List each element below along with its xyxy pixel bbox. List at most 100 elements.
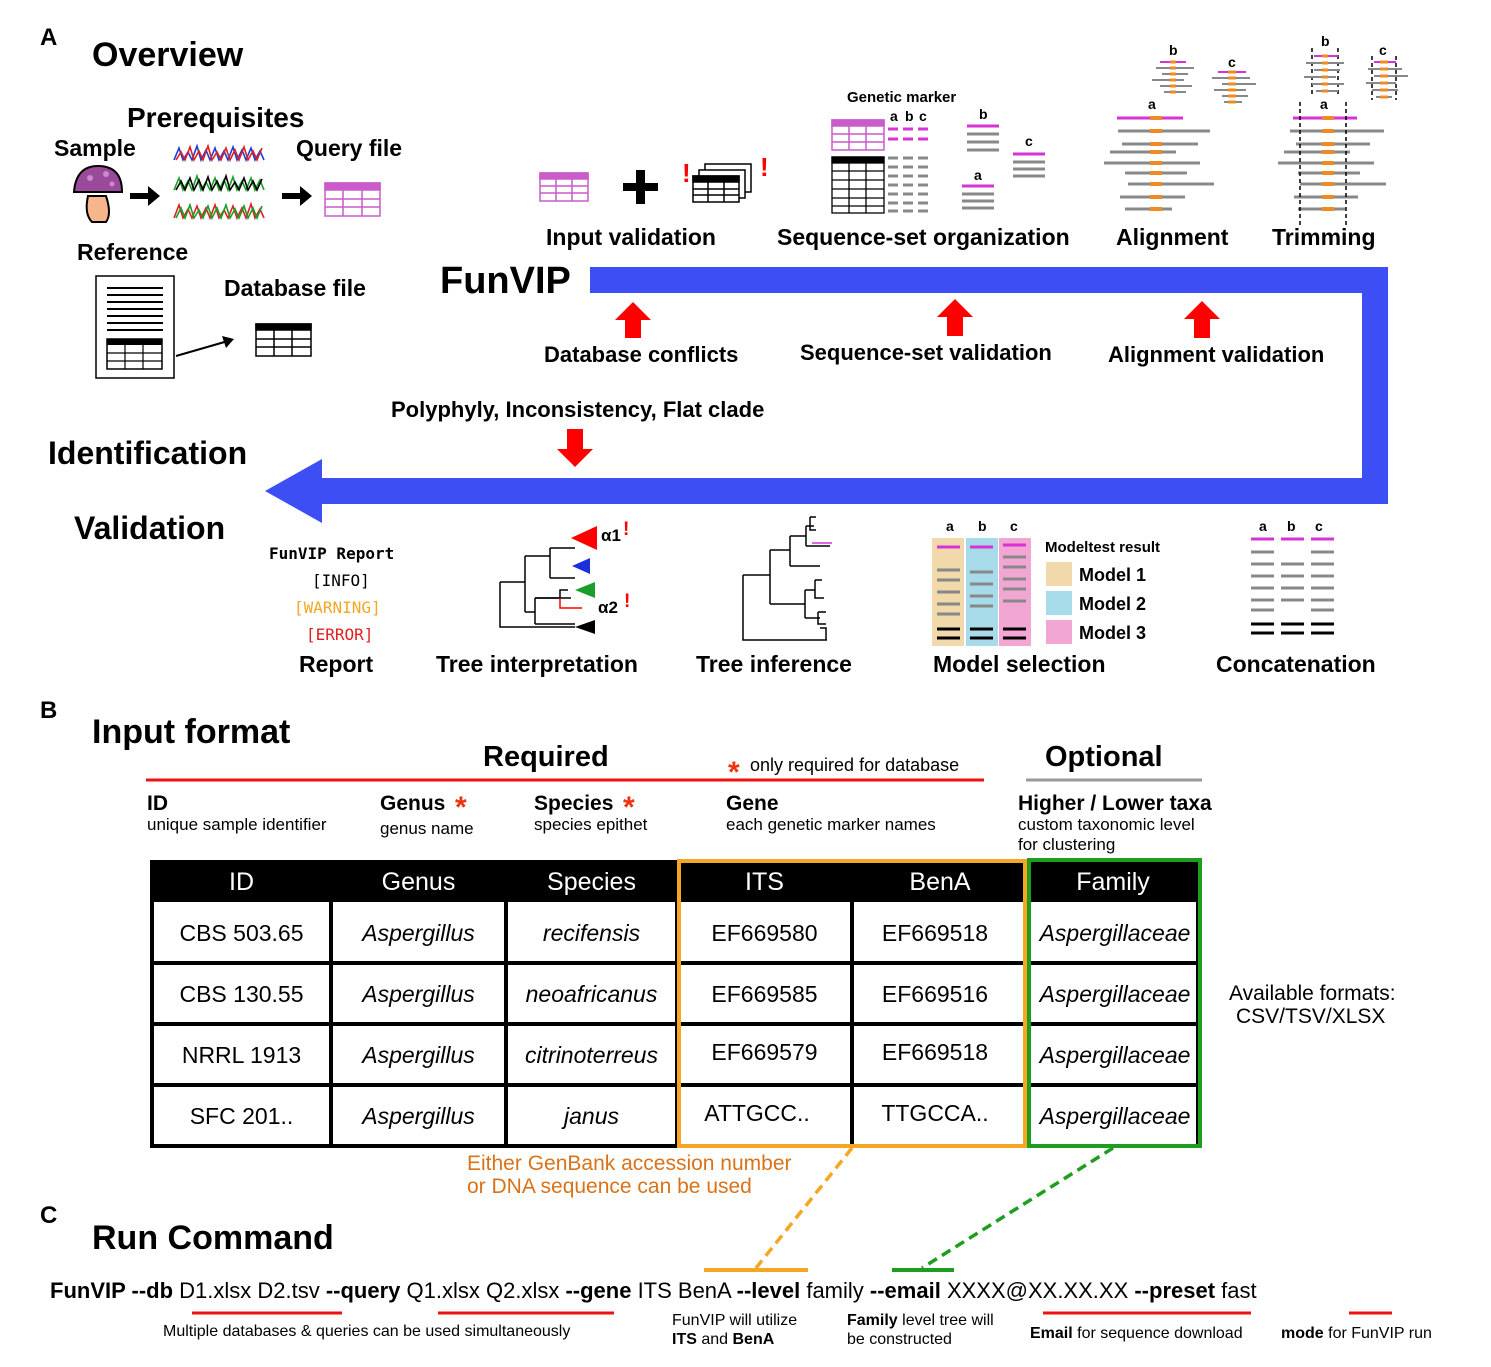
- field-id-name: ID: [147, 792, 168, 815]
- table-cell: Aspergillaceae: [1039, 1102, 1191, 1129]
- alignment-group-a: a: [1148, 96, 1156, 112]
- polyphyly-label: Polyphyly, Inconsistency, Flat clade: [391, 397, 765, 422]
- table-header-id: ID: [229, 867, 254, 896]
- field-species-name: Species: [534, 792, 614, 815]
- identification-label: Identification: [48, 435, 248, 471]
- cmd-gene-flag: --gene: [565, 1278, 632, 1303]
- trimming-icon: [1278, 48, 1408, 226]
- modeltest-title: Modeltest result: [1045, 539, 1161, 556]
- model-marker-c: c: [1010, 518, 1018, 534]
- cmd-funvip-db: FunVIP --db: [50, 1278, 174, 1303]
- model-1-label: Model 1: [1079, 565, 1147, 585]
- table-cell: janus: [564, 1102, 619, 1129]
- tree-inference-icon: [742, 516, 832, 641]
- overview-title: Overview: [92, 36, 244, 74]
- field-id-desc: unique sample identifier: [147, 815, 327, 834]
- query-file-label: Query file: [296, 135, 403, 161]
- svg-text:*: *: [728, 756, 740, 789]
- reference-label: Reference: [77, 239, 189, 265]
- mode-note: mode for FunVIP run: [1281, 1326, 1432, 1342]
- table-cell: Aspergillus: [362, 1041, 475, 1068]
- chromatogram-icon: [173, 143, 265, 221]
- level-note-2: be constructed: [847, 1331, 952, 1348]
- field-genus-desc: genus name: [380, 819, 474, 838]
- command-line: FunVIP --db D1.xlsx D2.tsv --query Q1.xl…: [50, 1280, 1257, 1302]
- database-conflicts-label: Database conflicts: [544, 342, 739, 367]
- svg-text:!: !: [760, 152, 769, 182]
- clade-alpha2-label: α2: [598, 598, 618, 617]
- table-cell: EF669518: [881, 1038, 989, 1065]
- input-format-title: Input format: [92, 713, 291, 751]
- gene-note-and: and: [696, 1331, 733, 1348]
- field-gene-desc: each genetic marker names: [726, 815, 936, 834]
- tree-interpretation-label: Tree interpretation: [436, 651, 638, 677]
- gene-note-bena: BenA: [732, 1331, 775, 1348]
- clade-alpha1-label: α1: [601, 526, 621, 545]
- field-genus-name: Genus: [380, 792, 446, 815]
- trimming-group-b: b: [1321, 33, 1330, 49]
- database-file-label: Database file: [224, 275, 366, 301]
- alignment-icon: [1104, 60, 1256, 211]
- level-connector: [921, 1146, 1114, 1270]
- tree-interpretation-icon: [499, 526, 597, 634]
- star-note: only required for database: [750, 755, 960, 775]
- report-warning: [WARNING]: [294, 598, 381, 617]
- sequence-note-line-1: Either GenBank accession number: [467, 1152, 792, 1175]
- cmd-email-value: XXXX@XX.XX.XX: [940, 1278, 1135, 1303]
- table-cell: CBS 503.65: [179, 919, 304, 946]
- clade-alpha2-warning: !: [624, 591, 631, 612]
- concatenation-label: Concatenation: [1216, 651, 1376, 677]
- email-note: Email for sequence download: [1030, 1326, 1243, 1342]
- gene-columns-box: [677, 859, 1027, 1148]
- svg-text:!: !: [682, 158, 691, 188]
- genetic-marker-label: Genetic marker: [847, 89, 957, 106]
- table-cell: EF669516: [881, 980, 989, 1007]
- funvip-label: FunVIP: [440, 260, 571, 302]
- concat-marker-b: b: [1287, 518, 1296, 534]
- prereq-arrows: [130, 186, 312, 206]
- clade-alpha1-warning: !: [623, 519, 630, 540]
- gene-note-its: ITS: [672, 1331, 697, 1348]
- gene-note-2: ITS and BenA: [672, 1332, 774, 1348]
- input-validation-label: Input validation: [546, 224, 716, 250]
- reference-document-icon: [95, 275, 234, 379]
- available-formats-value: CSV/TSV/XLSX: [1236, 1005, 1386, 1028]
- level-note-1: Family level tree will: [847, 1313, 994, 1329]
- alignment-label: Alignment: [1116, 224, 1229, 250]
- model-selection-icon: [932, 538, 1072, 646]
- cmd-preset-value: fast: [1215, 1278, 1257, 1303]
- table-cell: recifensis: [542, 919, 641, 946]
- panel-a-letter: A: [40, 24, 58, 51]
- cmd-level-flag: --level: [736, 1278, 801, 1303]
- cmd-email-flag: --email: [869, 1278, 941, 1303]
- input-validation-icon: ! !: [539, 152, 769, 204]
- model-marker-b: b: [978, 518, 987, 534]
- table-cell: ATTGCC..: [704, 1099, 810, 1126]
- table-cell: CBS 130.55: [179, 980, 304, 1007]
- seqset-marker-c: c: [919, 108, 927, 124]
- table-cell: Aspergillaceae: [1039, 919, 1191, 946]
- model-marker-a: a: [946, 518, 954, 534]
- table-cell: EF669518: [881, 919, 989, 946]
- report-title: FunVIP Report: [269, 544, 395, 563]
- alignment-group-c: c: [1228, 54, 1236, 70]
- sequence-set-icon: [831, 119, 1045, 214]
- seqset-marker-b: b: [905, 108, 914, 124]
- validation-up-arrows: [615, 299, 1220, 338]
- svg-text:*: *: [455, 791, 467, 824]
- svg-text:*: *: [623, 791, 635, 824]
- required-heading: Required: [483, 741, 609, 773]
- gene-note-1: FunVIP will utilize: [672, 1312, 798, 1329]
- sequence-note-line-2: or DNA sequence can be used: [467, 1175, 752, 1198]
- sequence-set-validation-label: Sequence-set validation: [800, 340, 1052, 365]
- available-formats-label: Available formats:: [1229, 982, 1396, 1005]
- email-note-rest: for sequence download: [1072, 1325, 1243, 1342]
- table-cell: Aspergillus: [362, 1102, 475, 1129]
- report-info: [INFO]: [312, 571, 370, 590]
- field-taxa-name: Higher / Lower taxa: [1018, 792, 1212, 815]
- asterisk-icons: * * *: [455, 756, 740, 824]
- table-cell: citrinoterreus: [525, 1041, 658, 1068]
- trimming-group-c: c: [1379, 42, 1387, 58]
- seqset-group-a: a: [974, 167, 982, 183]
